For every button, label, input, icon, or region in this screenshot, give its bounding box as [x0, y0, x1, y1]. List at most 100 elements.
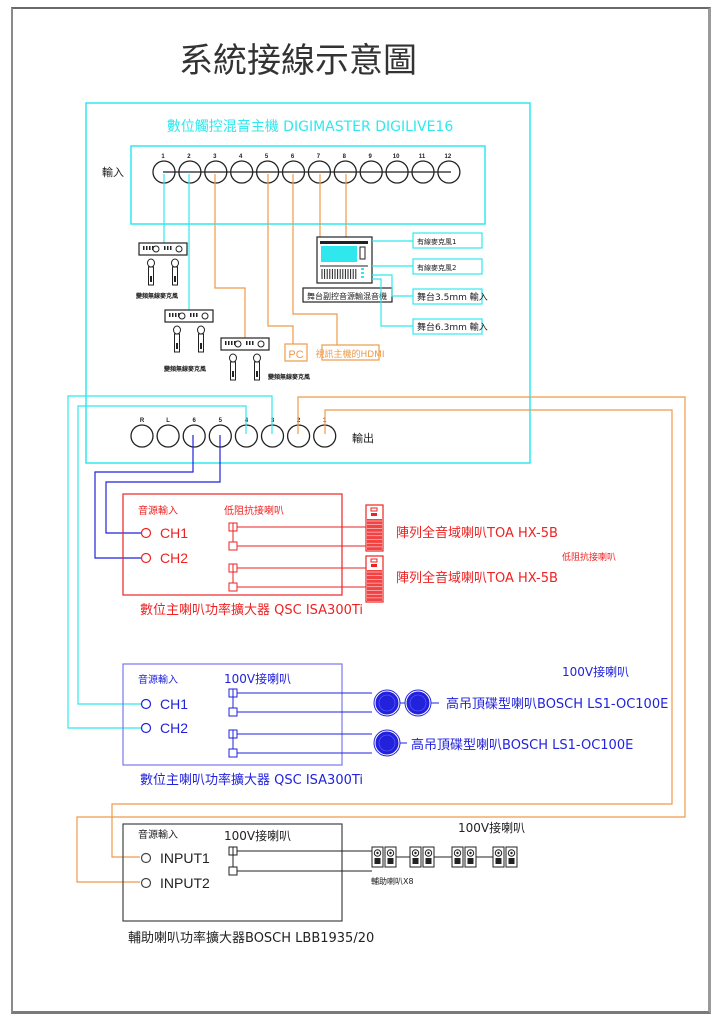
sub-mixer-device: [316, 236, 373, 284]
input-jack-11: [411, 160, 435, 184]
terminal-neg-2: [228, 748, 238, 758]
input-jack-12: [437, 160, 461, 184]
amp1-name: 數位主喇叭功率擴大器 QSC ISA300Ti: [140, 602, 363, 618]
wireless-mic-label-1: 變頻無線麥克風: [135, 292, 178, 300]
output-number-2: 2: [297, 418, 301, 424]
cable-out4-amp2-ch1: [77, 405, 247, 705]
amp3-speaker-terminals: [228, 846, 372, 876]
amp2-ch1-jack: [140, 698, 152, 710]
receiver-icon: [164, 309, 214, 323]
aux-speaker-icon-1: [371, 846, 384, 868]
aux-speaker-icon-7: [492, 846, 505, 868]
input-number-12: 12: [445, 154, 452, 160]
amp1-output-header: 低阻抗接喇叭: [224, 504, 284, 517]
amp1-input-header: 音源輸入: [138, 504, 178, 517]
cable-submixer-input-4: [372, 278, 413, 327]
cable-in5-pc: [267, 174, 294, 344]
output-label: 輸出: [352, 431, 374, 445]
submixer-input-label-4: 舞台6.3mm 輸入: [417, 321, 488, 333]
amp2-ch2-jack: [140, 722, 152, 734]
amp3-speakers: [371, 846, 518, 868]
amp3-input-header: 音源輸入: [138, 828, 178, 841]
output-number-4: 4: [245, 418, 249, 424]
amp3-speaker-label: 輔助喇叭X8: [371, 876, 414, 886]
microphone-icon: [253, 353, 261, 363]
input-number-7: 7: [317, 154, 321, 160]
wireless-mic-unit-1: 變頻無線麥克風: [135, 242, 188, 300]
amp1-speaker-terminals: [228, 522, 366, 592]
amp3-input2-label: INPUT2: [160, 875, 210, 891]
drawing-frame: [11, 7, 711, 1014]
amp3-side-note: 100V接喇叭: [458, 820, 525, 835]
cable-out5-amp1-ch1: [105, 435, 221, 534]
sub-mixer-label: 舞台副控音源輸混音機: [307, 291, 387, 301]
cable-out6-amp1-ch2: [94, 435, 194, 559]
mixer-title: 數位觸控混音主機 DIGIMASTER DIGILIVE16: [167, 118, 454, 135]
input-number-11: 11: [419, 154, 426, 160]
amp2-ch2-label: CH2: [160, 720, 188, 736]
wireless-mic-unit-3: 變頻無線麥克風: [220, 337, 310, 381]
aux-speaker-icon-4: [422, 846, 435, 868]
amp2-ch1-label: CH1: [160, 696, 188, 712]
terminal-neg-1: [228, 541, 238, 551]
column-speaker-icon-1: [365, 504, 384, 552]
cable-in3-mic3: [214, 174, 246, 338]
amp2-speaker-1-label: 高吊頂碟型喇叭BOSCH LS1-OC100E: [446, 696, 668, 712]
input-number-10: 10: [393, 154, 400, 160]
amp1-ch2-jack: [140, 552, 152, 564]
amp1-ch1-jack: [140, 527, 152, 539]
aux-speaker-icon-2: [384, 846, 397, 868]
aux-speaker-icon-8: [505, 846, 518, 868]
output-number-3: 3: [271, 418, 275, 424]
amp2-speakers: [373, 689, 439, 757]
diagram-title: 系統接線示意圖: [179, 41, 417, 81]
microphone-icon: [197, 325, 205, 335]
amp3-input1-jack: [140, 852, 152, 864]
wireless-mic-label-3: 變頻無線麥克風: [267, 373, 310, 381]
microphone-icon: [229, 353, 237, 363]
amp1-speakers: [365, 504, 384, 603]
input-number-9: 9: [369, 154, 373, 160]
microphone-icon: [171, 258, 179, 268]
cable-out1-amp3-input1: [111, 409, 673, 858]
ceiling-speaker-icon-3: [373, 729, 401, 757]
cable-in6-hdmi: [292, 174, 338, 345]
amp2-speaker-terminals: [228, 688, 372, 758]
input-jack-8: [333, 160, 357, 184]
submixer-input-box-4: [412, 318, 483, 335]
amp1-side-note: 低阻抗接喇叭: [562, 551, 616, 563]
cable-submixer-input-3: [372, 274, 413, 297]
receiver-icon: [138, 242, 188, 256]
cable-out2-amp3-input2: [76, 396, 686, 883]
ceiling-speaker-icon-2: [404, 689, 432, 717]
amp2-name: 數位主喇叭功率擴大器 QSC ISA300Ti: [140, 772, 363, 788]
aux-speaker-icon-3: [409, 846, 422, 868]
amp2-box: [122, 663, 343, 766]
aux-speaker-icon-5: [451, 846, 464, 868]
input-number-3: 3: [213, 154, 217, 160]
amp1-ch2-label: CH2: [160, 550, 188, 566]
input-jack-9: [359, 160, 383, 184]
output-jack-R: [130, 424, 154, 448]
hdmi-label: 視訊主機的HDMI: [315, 348, 384, 360]
input-number-5: 5: [265, 154, 269, 160]
aux-speaker-icon-6: [464, 846, 477, 868]
output-number-5: 5: [219, 418, 223, 424]
input-number-8: 8: [343, 154, 347, 160]
output-jack-L: [156, 424, 180, 448]
amp1-ch1-label: CH1: [160, 525, 188, 541]
microphone-icon: [147, 258, 155, 268]
output-jack-6: [182, 424, 206, 448]
amp1-speaker-1-label: 陣列全音域喇叭TOA HX-5B: [396, 525, 558, 541]
input-panel: [130, 145, 486, 225]
input-label: 輸入: [102, 165, 124, 179]
input-jack-10: [385, 160, 409, 184]
input-jack-4: [230, 160, 254, 184]
receiver-icon: [220, 337, 270, 351]
amp3-box: [122, 823, 343, 922]
